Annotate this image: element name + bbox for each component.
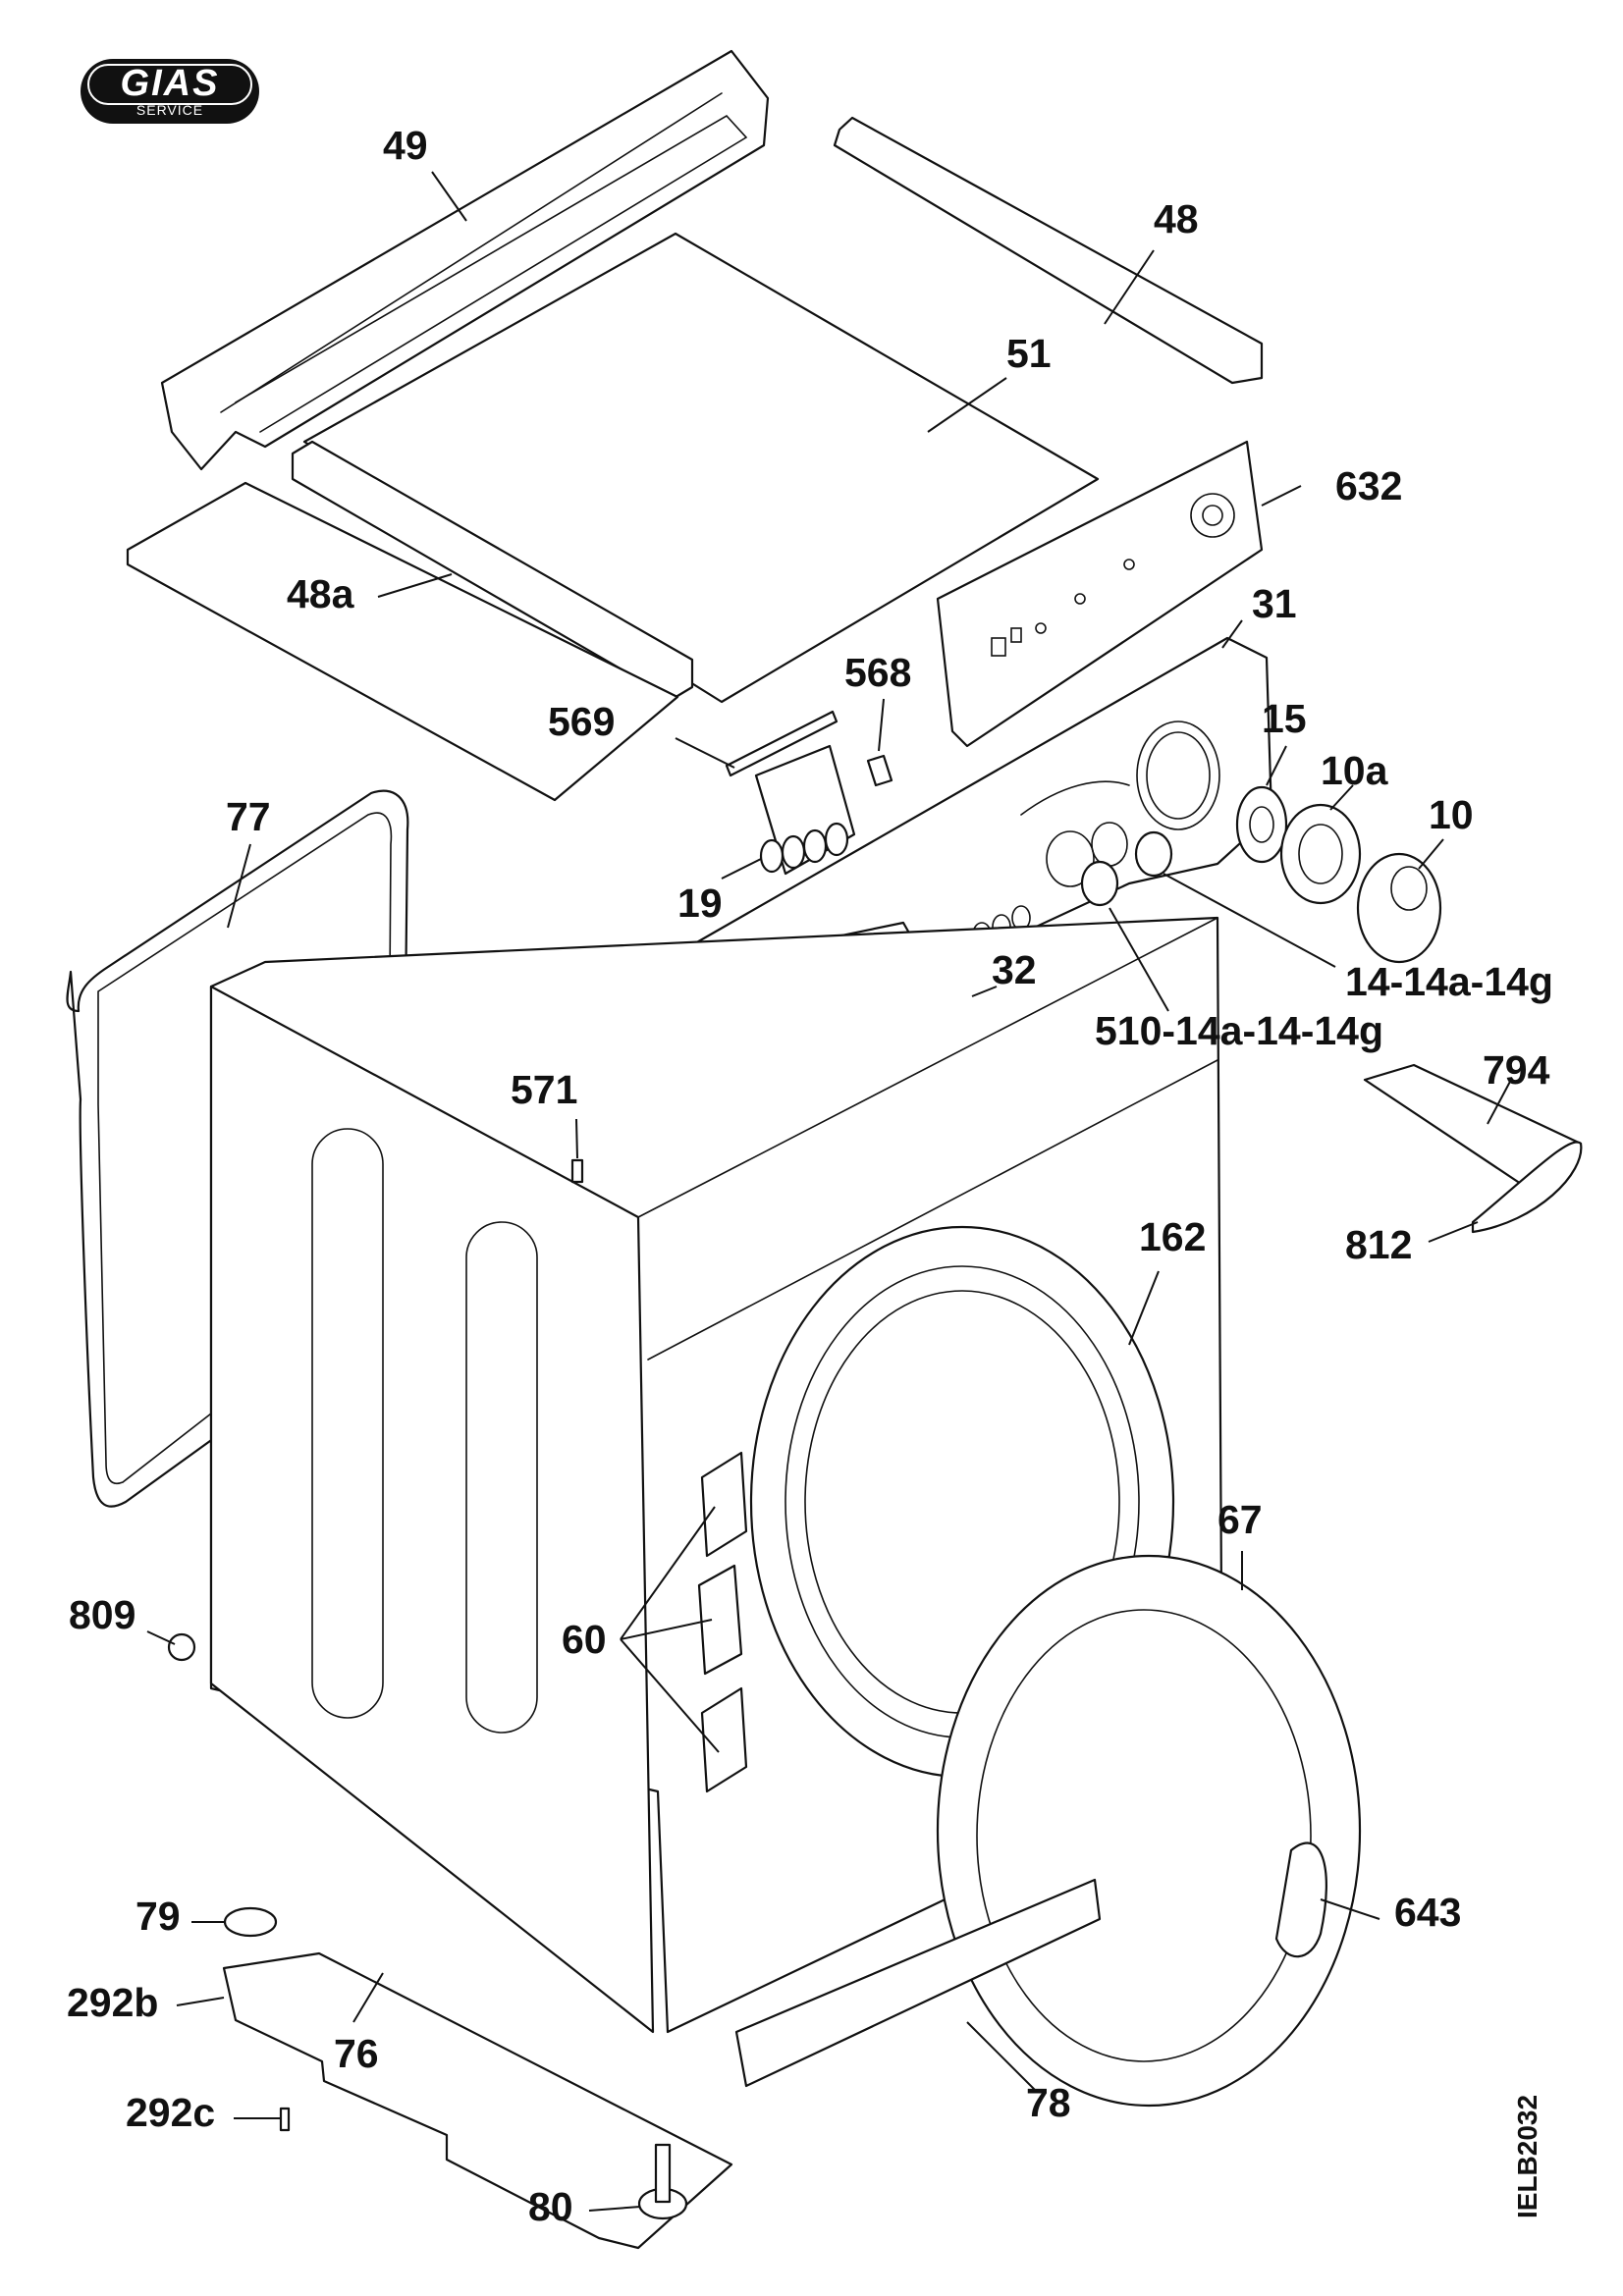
screw-571 (570, 1158, 584, 1184)
label-part-31: 31 (1252, 581, 1297, 626)
label-part-15: 15 (1262, 696, 1307, 741)
label-part-10a: 10a (1321, 748, 1388, 793)
door-67 (936, 1554, 1362, 2108)
label-part-643: 643 (1394, 1890, 1462, 1935)
label-part-571: 571 (511, 1067, 578, 1112)
label-part-569: 569 (548, 699, 616, 744)
hinges-60 (697, 1451, 748, 1793)
label-part-632: 632 (1335, 463, 1403, 508)
label-part-292c: 292c (126, 2090, 216, 2135)
base-plate-292b (222, 1951, 733, 2250)
handle-grip-812 (1471, 1141, 1583, 1234)
label-part-510-14a-14-14g: 510-14a-14-14g (1095, 1008, 1384, 1053)
control-plate-632 (936, 440, 1264, 748)
label-part-48a: 48a (287, 571, 354, 616)
label-part-10: 10 (1429, 792, 1474, 837)
label-part-812: 812 (1345, 1222, 1413, 1267)
label-part-78: 78 (1026, 2080, 1071, 2125)
label-part-67: 67 (1217, 1497, 1263, 1542)
logo-badge-shape (81, 59, 259, 124)
bush-15 (1235, 785, 1288, 864)
label-part-568: 568 (844, 650, 912, 695)
gias-service-logo: GIAS SERVICE (79, 57, 261, 126)
label-part-80: 80 (528, 2184, 573, 2229)
logo-brand: GIAS (120, 63, 220, 104)
knob-10 (1356, 852, 1442, 964)
label-part-49: 49 (383, 123, 428, 168)
label-part-19: 19 (677, 881, 723, 926)
screw-292c (279, 2107, 291, 2132)
pushbuttons-19 (754, 744, 856, 876)
label-part-162: 162 (1139, 1214, 1207, 1259)
label-part-60: 60 (562, 1617, 607, 1662)
label-part-14-14a-14g: 14-14a-14g (1345, 959, 1553, 1004)
worktop-panel (126, 481, 679, 802)
spring-568 (866, 754, 893, 787)
logo-subtitle: SERVICE (135, 102, 204, 118)
label-part-809: 809 (69, 1592, 136, 1637)
label-part-77: 77 (226, 794, 271, 839)
rod-569 (725, 710, 839, 777)
kickplate-78 (734, 1878, 1102, 2088)
top-frame-49 (160, 49, 770, 471)
leader-lines (146, 171, 1513, 2212)
label-part-794: 794 (1483, 1047, 1550, 1093)
knobs-14 (1080, 830, 1173, 907)
front-rail-48a (291, 440, 694, 701)
foot-79 (223, 1906, 278, 1938)
side-rail-48 (833, 116, 1264, 385)
drawing-code: IELB2032 (1512, 2094, 1542, 2218)
ring-10a (1279, 803, 1362, 905)
label-part-51: 51 (1006, 331, 1052, 376)
plug-809 (167, 1632, 196, 1662)
label-part-76: 76 (334, 2031, 379, 2076)
label-part-48: 48 (1154, 196, 1199, 241)
label-part-292b: 292b (67, 1980, 159, 2025)
label-part-79: 79 (135, 1894, 181, 1939)
label-part-32: 32 (992, 947, 1037, 992)
